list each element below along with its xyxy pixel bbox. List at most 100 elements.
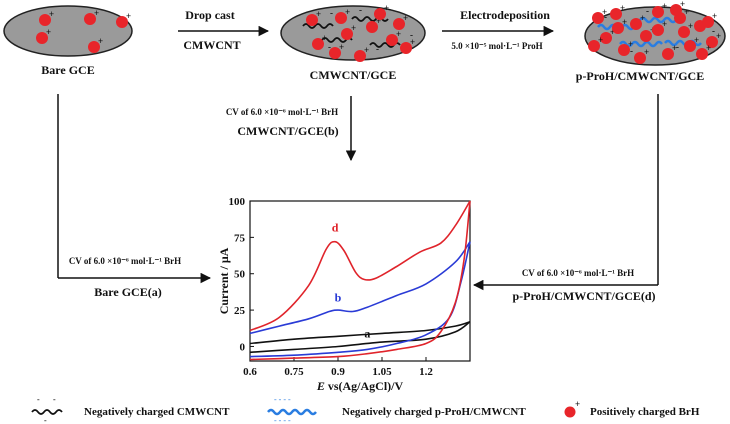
negative-charge-sign: - [630, 46, 633, 56]
positive-charge-sign: + [688, 21, 693, 31]
bromhexine-ion [640, 30, 652, 42]
cv-curve-label-d: d [332, 221, 339, 235]
cv-xlabel: E vs(Ag/AgCl)/V [316, 379, 404, 393]
legend: - - - Negatively charged CMWCNT - - - - … [31, 395, 700, 424]
proh-gce-label: p-ProH/CMWCNT/GCE [576, 69, 704, 83]
positive-charge-sign: + [351, 23, 356, 33]
legend-blue-label: Negatively charged p-ProH/CMWCNT [342, 406, 526, 418]
bare-gce-label: Bare GCE [41, 63, 94, 77]
bare-gce-electrode: +++++ [3, 5, 133, 57]
y-tick-label: 75 [234, 232, 246, 244]
positive-charge-sign: + [339, 42, 344, 52]
bromhexine-ion [341, 28, 353, 40]
bromhexine-ion [116, 16, 128, 28]
y-tick-label: 0 [240, 341, 246, 353]
negative-charge-sign: - [330, 8, 333, 18]
negative-charge-sign: - [646, 6, 649, 16]
bromhexine-ion [335, 12, 347, 24]
x-tick-label: 1.05 [372, 366, 392, 378]
proh-cv-label: p-ProH/CMWCNT/GCE(d) [512, 289, 655, 303]
bromhexine-ion [393, 18, 405, 30]
bromhexine-ion [306, 14, 318, 26]
bromhexine-ion [39, 14, 51, 26]
proh-cv-conc: CV of 6.0 ×10⁻⁶ mol·L⁻¹ BrH [522, 268, 634, 278]
positive-charge-sign: + [712, 11, 717, 21]
positive-charge-sign: + [602, 7, 607, 17]
svg-text:- - - -: - - - - [274, 416, 291, 424]
negative-charge-sign: - [410, 30, 413, 40]
positive-charge-sign: + [322, 33, 327, 43]
bromhexine-ion [329, 47, 341, 59]
y-tick-label: 50 [234, 269, 246, 281]
positive-charge-sign: + [610, 27, 615, 37]
positive-charge-sign: + [716, 31, 721, 41]
cv-curves [249, 200, 471, 361]
positive-charge-sign: + [364, 45, 369, 55]
positive-charge-sign: + [410, 37, 415, 47]
negative-charge-sign: - [376, 44, 379, 54]
bromhexine-ion [612, 22, 624, 34]
bromhexine-ion [630, 18, 642, 30]
proh-concentration: 5.0 ×10⁻⁵ mol·L⁻¹ ProH [451, 41, 542, 51]
positive-charge-sign: + [620, 3, 625, 13]
proh-ions: ++++++++++++++++++++ [588, 0, 721, 64]
bromhexine-ion [618, 44, 630, 56]
svg-text:-: - [44, 416, 47, 424]
legend-red-label: Positively charged BrH [590, 406, 700, 418]
cv-curve-label-a: a [364, 327, 370, 341]
cv-curve-label-b: b [335, 290, 342, 304]
bromhexine-ion [702, 16, 714, 28]
legend-black-cnt-swatch: - - - [31, 395, 63, 424]
positive-charge-sign: + [706, 43, 711, 53]
cv-xlabel-rest: vs(Ag/AgCl)/V [328, 379, 404, 393]
positive-charge-sign: + [680, 0, 685, 9]
cv-curve-labels: a b d [332, 221, 371, 341]
cv-curve-d-reverse [249, 200, 471, 361]
cv-curve-b-forward [249, 241, 471, 335]
bromhexine-ion [634, 52, 646, 64]
bromhexine-ion [678, 26, 690, 38]
positive-charge-sign: + [98, 36, 103, 46]
negative-charge-sign: - [604, 12, 607, 22]
cmwcnt-gce-label: CMWCNT/GCE [310, 68, 397, 82]
svg-text:-: - [53, 395, 56, 404]
bromhexine-ion [684, 40, 696, 52]
negative-charge-sign: - [676, 42, 679, 52]
positive-charge-sign: + [396, 29, 401, 39]
negative-charge-sign: - [388, 4, 391, 14]
svg-text:E vs(Ag/AgCl)/V: E vs(Ag/AgCl)/V [316, 379, 404, 393]
bromhexine-ion [312, 38, 324, 50]
bromhexine-ion [588, 40, 600, 52]
positive-charge-sign: + [376, 16, 381, 26]
cv-curve-a-forward [249, 320, 471, 345]
proh-gce-electrode: ----- ++++++++++++++++++++ [584, 0, 726, 66]
svg-text:+: + [575, 399, 580, 409]
x-tick-label: 0.75 [284, 366, 304, 378]
positive-charge-sign: + [46, 27, 51, 37]
positive-charge-sign: + [345, 7, 350, 17]
x-tick-label: 1.2 [419, 366, 433, 378]
legend-black-label: Negatively charged CMWCNT [84, 406, 230, 418]
bromhexine-ion [592, 12, 604, 24]
positive-charge-sign: + [694, 35, 699, 45]
bromhexine-ion [366, 21, 378, 33]
positive-charge-sign: + [644, 47, 649, 57]
cv-curve-d-forward [249, 200, 471, 332]
bromhexine-ion [670, 4, 682, 16]
cmwcnt-ions: +++++++++++ [306, 3, 415, 62]
bromhexine-ion [706, 36, 718, 48]
bare-cv-label: Bare GCE(a) [94, 285, 161, 299]
positive-charge-sign: + [316, 9, 321, 19]
x-tick-label: 0.6 [243, 366, 257, 378]
positive-charge-sign: + [49, 9, 54, 19]
cv-xlabel-e: E [316, 379, 325, 393]
cmwcnt-gce-electrode: ------- +++++++++++ [280, 3, 426, 62]
positive-charge-sign: + [640, 13, 645, 23]
bromhexine-ion [652, 6, 664, 18]
positive-charge-sign: + [672, 43, 677, 53]
positive-charge-sign: + [403, 13, 408, 23]
bromhexine-ion [400, 42, 412, 54]
bromhexine-ion [610, 8, 622, 20]
